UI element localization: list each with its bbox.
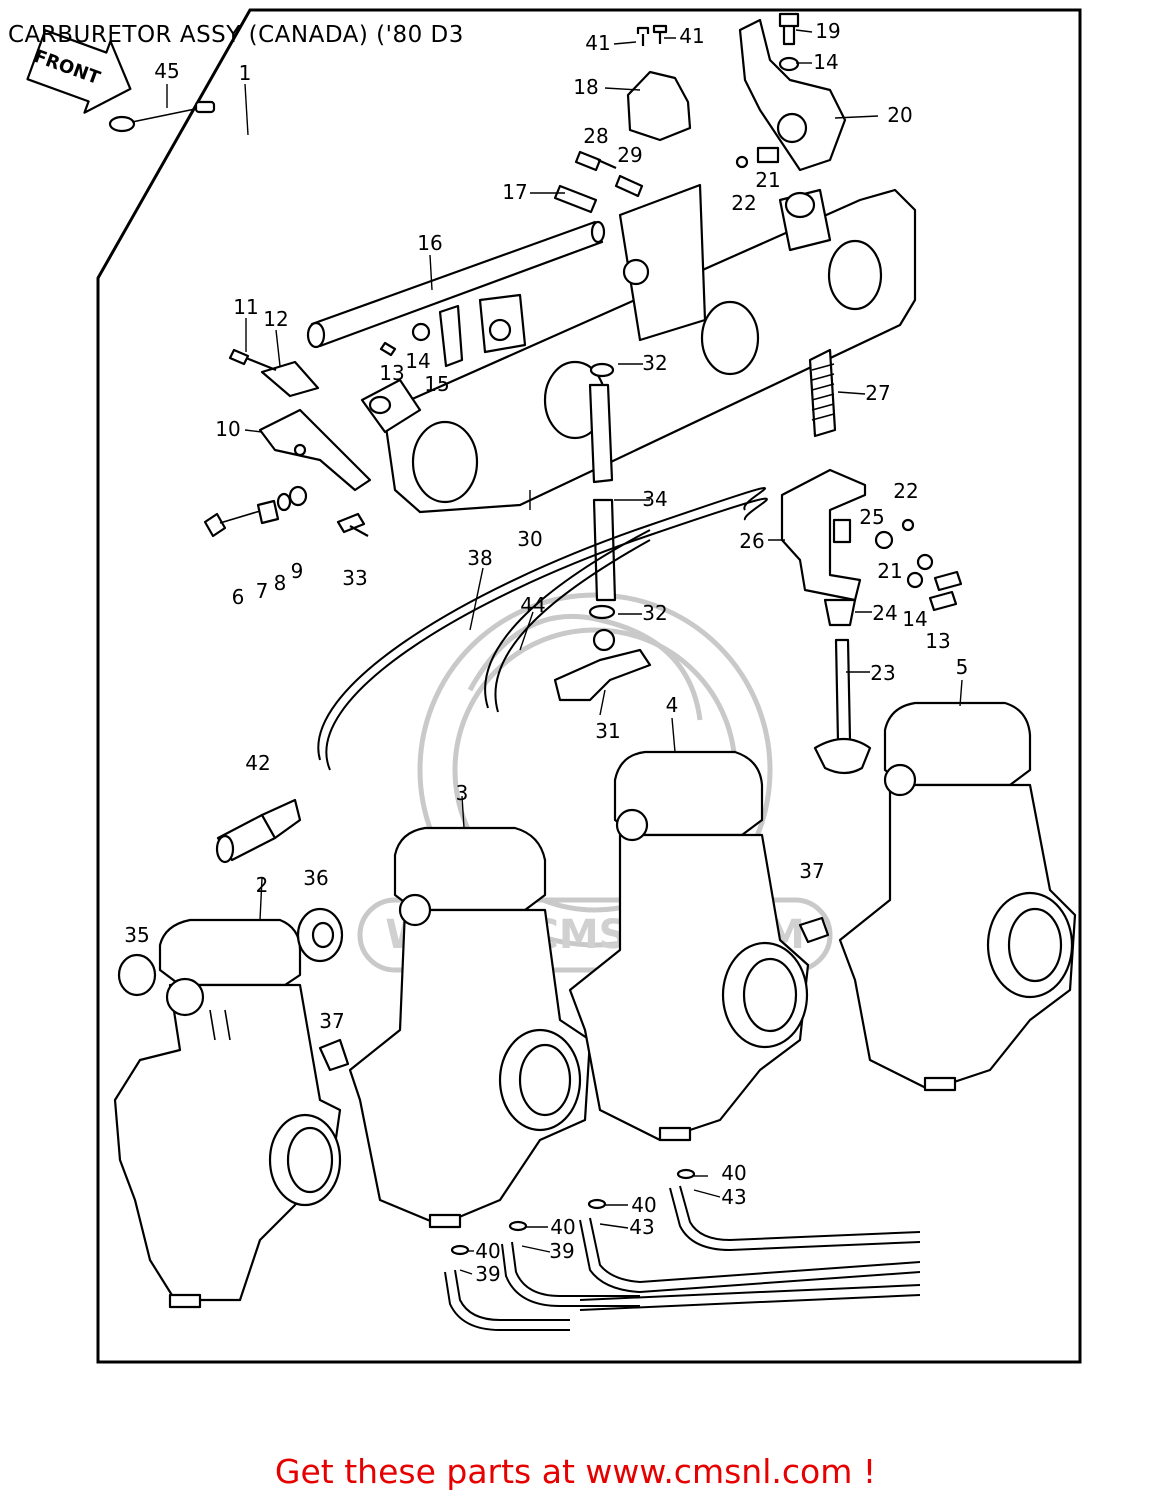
callout-6: 6 <box>232 585 245 609</box>
callout-40b: 40 <box>631 1193 656 1217</box>
callout-43b: 43 <box>629 1215 654 1239</box>
callout-39b: 39 <box>475 1262 500 1286</box>
idle-screw-set <box>203 485 369 538</box>
callout-22b: 22 <box>893 479 918 503</box>
part-30-mounting-plate <box>383 183 917 514</box>
callout-26: 26 <box>739 529 764 553</box>
callout-27: 27 <box>865 381 890 405</box>
front-arrow: FRONT <box>26 29 132 114</box>
callout-4: 4 <box>666 693 679 717</box>
callout-5: 5 <box>956 655 969 679</box>
part-23-starter-shaft <box>813 638 872 775</box>
callout-32b: 32 <box>642 601 667 625</box>
callout-13b: 13 <box>925 629 950 653</box>
callout-37b: 37 <box>799 859 824 883</box>
vent-hoses <box>444 1168 921 1331</box>
callout-3: 3 <box>456 781 469 805</box>
bracket-26-assembly <box>780 348 963 627</box>
callout-22: 22 <box>731 191 756 215</box>
callout-14b: 14 <box>813 50 838 74</box>
callout-19: 19 <box>815 19 840 43</box>
page-title: CARBURETOR ASSY (CANADA) ('80 D3 <box>8 22 464 48</box>
callout-18: 18 <box>573 75 598 99</box>
callout-43: 43 <box>721 1185 746 1209</box>
fuel-tube-assembly <box>553 362 652 702</box>
callout-34: 34 <box>642 487 667 511</box>
callout-14: 14 <box>405 349 430 373</box>
callout-10: 10 <box>215 417 240 441</box>
callout-17: 17 <box>502 180 527 204</box>
diagram-frame <box>96 8 1082 1364</box>
callout-24: 24 <box>872 601 897 625</box>
part-42-fitting <box>215 798 302 864</box>
callout-11: 11 <box>233 295 258 319</box>
callout-12: 12 <box>263 307 288 331</box>
callout-20: 20 <box>887 103 912 127</box>
callout-38: 38 <box>467 546 492 570</box>
callout-25: 25 <box>859 505 884 529</box>
callout-42: 42 <box>245 751 270 775</box>
callout-33: 33 <box>342 566 367 590</box>
callout-30: 30 <box>517 527 542 551</box>
callout-40d: 40 <box>475 1239 500 1263</box>
callout-9: 9 <box>291 559 304 583</box>
hoses-38-44 <box>317 487 768 771</box>
callout-15: 15 <box>424 372 449 396</box>
cmsnl-parts-link[interactable]: Get these parts at www.cmsnl.com ! <box>274 1452 877 1491</box>
part-45-wire <box>108 100 216 133</box>
leader-lines <box>166 29 963 1275</box>
callout-40c: 40 <box>550 1215 575 1239</box>
callout-41b: 41 <box>679 24 704 48</box>
caps-35-36-37 <box>117 907 830 1072</box>
callout-37: 37 <box>319 1009 344 1033</box>
callout-23: 23 <box>870 661 895 685</box>
callout-45: 45 <box>154 59 179 83</box>
carburetor-5 <box>838 701 1077 1092</box>
callout-31: 31 <box>595 719 620 743</box>
callout-21b: 21 <box>877 559 902 583</box>
callout-44: 44 <box>520 593 545 617</box>
carburetor-3 <box>348 826 592 1229</box>
callout-1: 1 <box>239 61 252 85</box>
callout-14d: 14 <box>902 607 927 631</box>
callout-35: 35 <box>124 923 149 947</box>
carburetor-4 <box>568 750 810 1142</box>
callout-labels: 1 2 3 4 5 6 7 8 9 10 11 12 13 14 15 16 1… <box>124 19 968 1286</box>
carburetor-2 <box>113 918 342 1309</box>
throttle-linkage-top <box>626 12 847 172</box>
callout-21: 21 <box>755 168 780 192</box>
callout-8: 8 <box>274 571 287 595</box>
callout-13: 13 <box>379 361 404 385</box>
callout-32: 32 <box>642 351 667 375</box>
callout-2: 2 <box>256 873 269 897</box>
callout-40: 40 <box>721 1161 746 1185</box>
callout-41: 41 <box>585 31 610 55</box>
callout-16: 16 <box>417 231 442 255</box>
callout-36: 36 <box>303 866 328 890</box>
callout-7: 7 <box>256 579 269 603</box>
callout-29: 29 <box>617 143 642 167</box>
part-16-shaft <box>306 220 606 349</box>
callout-39: 39 <box>549 1239 574 1263</box>
callout-28: 28 <box>583 124 608 148</box>
lever-assembly-left <box>228 304 464 492</box>
small-screws-upper <box>553 146 780 214</box>
